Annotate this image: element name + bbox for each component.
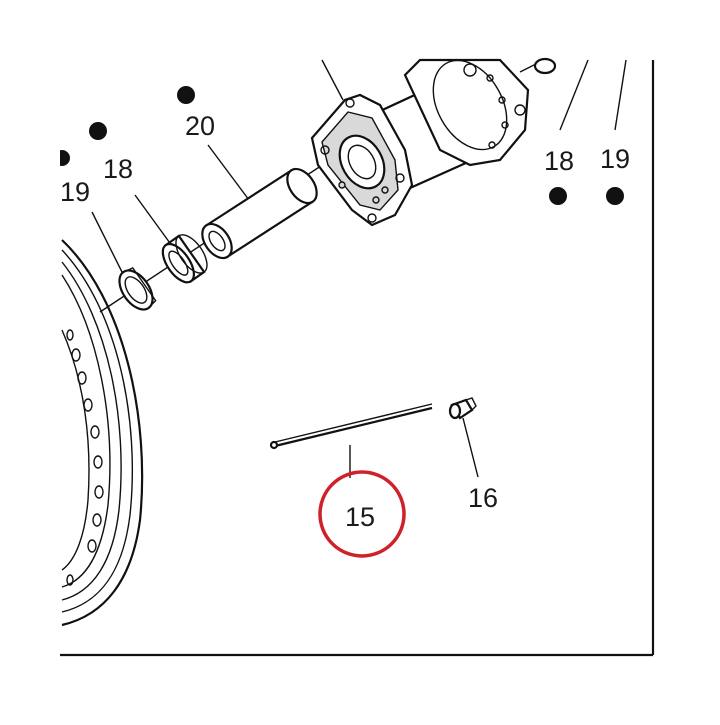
marker-dot: [89, 122, 107, 140]
highlight-circle: [318, 470, 406, 558]
marker-dot: [549, 187, 567, 205]
wheel-hub-part: [310, 57, 557, 227]
spacer-tube-part: [201, 167, 318, 260]
bearing-left-part: [161, 234, 208, 284]
label-seal-left: 19: [60, 177, 90, 207]
label-seal-right: 19: [600, 144, 630, 174]
label-spoke: 15: [345, 502, 375, 532]
part-labels: 20 18 19 18 19 15 16: [60, 111, 630, 532]
crop-mask: [0, 140, 60, 180]
label-spacer: 20: [185, 111, 215, 141]
marker-dots: [54, 86, 624, 205]
label-bearing-left: 18: [103, 154, 133, 184]
spoke-nipple-part: [448, 397, 477, 420]
wheel-rim: [61, 239, 144, 627]
spoke-part: [269, 403, 433, 450]
rim-spoke-holes: [66, 329, 104, 586]
label-bearing-right: 18: [544, 146, 574, 176]
seal-left-part: [118, 266, 157, 311]
diagram-frame: [60, 60, 655, 657]
label-nipple: 16: [468, 483, 498, 513]
marker-dot: [606, 187, 624, 205]
leader-lines: [91, 59, 627, 478]
marker-dot: [177, 86, 195, 104]
